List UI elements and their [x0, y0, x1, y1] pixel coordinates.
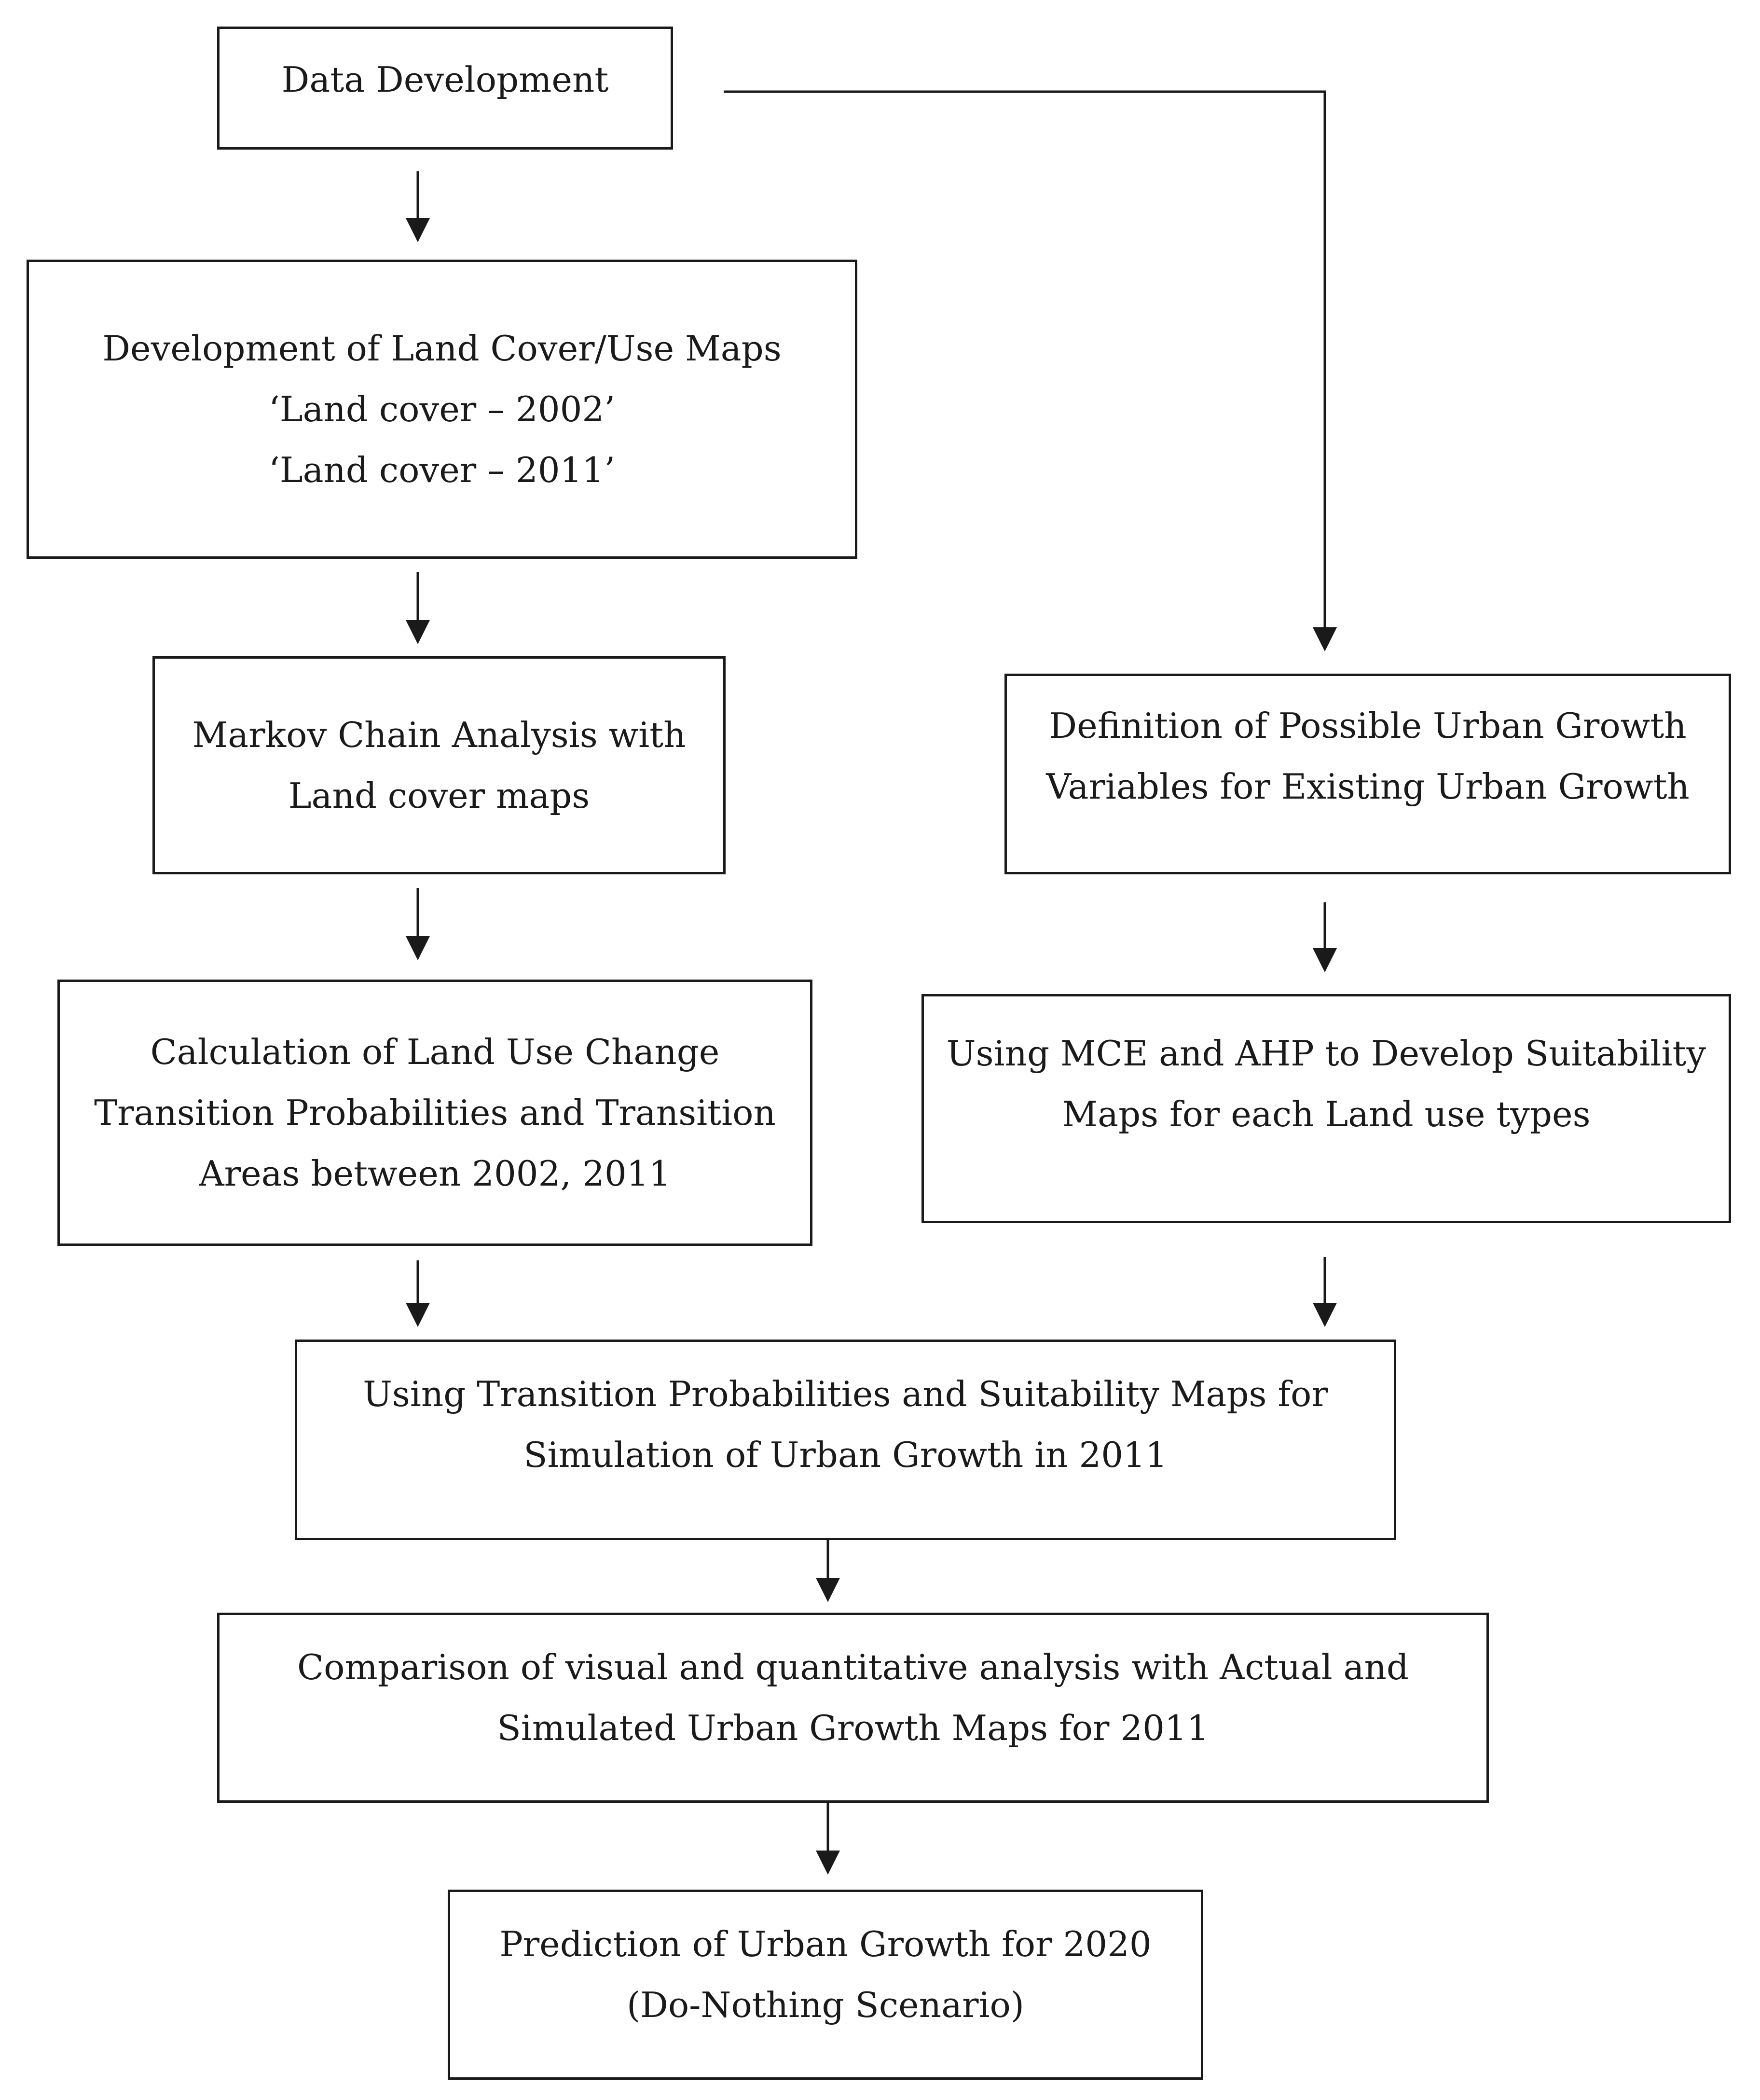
box-text-line: Areas between 2002, 2011 — [199, 1153, 671, 1194]
box-text-line: Using MCE and AHP to Develop Suitability — [946, 1033, 1706, 1074]
box-text-line: ‘Land cover – 2011’ — [268, 450, 616, 490]
box-text-line: Markov Chain Analysis with — [192, 715, 686, 755]
box-text-line: Simulated Urban Growth Maps for 2011 — [497, 1708, 1209, 1748]
data-development-box: Data Development — [217, 27, 673, 150]
simulation-box: Using Transition Probabilities and Suita… — [295, 1340, 1396, 1540]
transition-probabilities-box: Calculation of Land Use Change Transitio… — [57, 980, 812, 1246]
box-text-line: Using Transition Probabilities and Suita… — [363, 1374, 1328, 1414]
box-text-line: Prediction of Urban Growth for 2020 — [499, 1924, 1152, 1964]
box-text-line: Variables for Existing Urban Growth — [1046, 766, 1690, 807]
box-text-line: Maps for each Land use types — [1062, 1094, 1591, 1134]
suitability-maps-box: Using MCE and AHP to Develop Suitability… — [921, 994, 1731, 1223]
box-text-line: Calculation of Land Use Change — [150, 1032, 720, 1072]
box-text-line: Development of Land Cover/Use Maps — [102, 328, 782, 369]
box-text-line: Comparison of visual and quantitative an… — [297, 1647, 1409, 1687]
land-cover-maps-box: Development of Land Cover/Use Maps ‘Land… — [27, 260, 857, 559]
box-text-line: Simulation of Urban Growth in 2011 — [523, 1435, 1168, 1475]
box-text-line: (Do-Nothing Scenario) — [627, 1985, 1024, 2025]
comparison-box: Comparison of visual and quantitative an… — [217, 1613, 1489, 1803]
markov-chain-box: Markov Chain Analysis with Land cover ma… — [152, 656, 726, 874]
box-text-line: ‘Land cover – 2002’ — [268, 389, 616, 429]
box-text-line: Definition of Possible Urban Growth — [1049, 705, 1687, 746]
box-text-line: Land cover maps — [288, 775, 590, 816]
growth-variables-box: Definition of Possible Urban Growth Vari… — [1004, 674, 1731, 874]
box-text-line: Data Development — [281, 59, 609, 100]
box-text-line: Transition Probabilities and Transition — [94, 1092, 776, 1133]
connector-data-to-variables — [724, 90, 1337, 651]
prediction-box: Prediction of Urban Growth for 2020 (Do-… — [448, 1890, 1203, 2080]
